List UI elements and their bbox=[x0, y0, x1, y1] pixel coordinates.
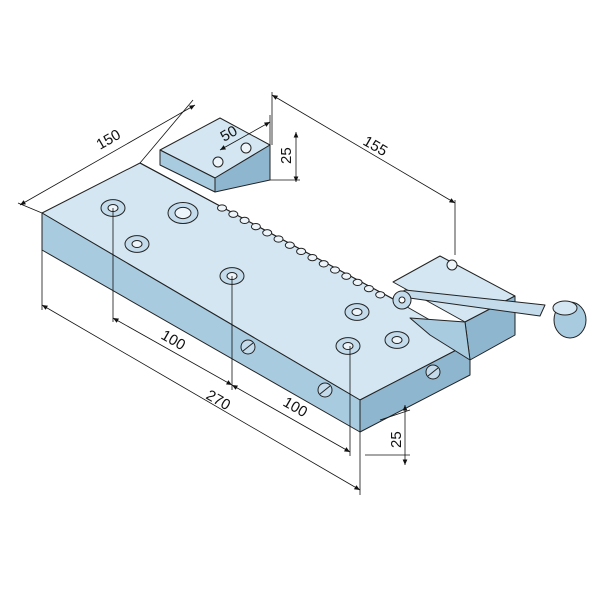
dim-150: 150 bbox=[94, 126, 124, 153]
large-hole-inner bbox=[174, 206, 192, 220]
pin-hole bbox=[296, 247, 307, 256]
counterbore-hole-inner bbox=[131, 240, 143, 248]
clamp-lever[interactable] bbox=[392, 289, 587, 339]
clamp-hole bbox=[446, 259, 458, 271]
back-jaw-block bbox=[159, 117, 271, 193]
pin-hole bbox=[217, 204, 227, 212]
pin-hole bbox=[352, 278, 363, 287]
plate-holes bbox=[100, 199, 410, 355]
jaw-hole bbox=[212, 156, 224, 168]
pin-hole bbox=[239, 216, 250, 225]
pin-hole bbox=[363, 284, 374, 293]
pin-hole bbox=[375, 291, 386, 299]
pin-hole bbox=[307, 253, 318, 262]
dim-155: 155 bbox=[360, 133, 390, 160]
dim-25-upper: 25 bbox=[278, 147, 295, 164]
pin-hole bbox=[318, 260, 329, 268]
dim-270: 270 bbox=[203, 387, 233, 414]
counterbore-hole-inner bbox=[391, 336, 403, 344]
pin-hole bbox=[228, 210, 239, 218]
pin-hole bbox=[341, 272, 352, 280]
pin-hole bbox=[330, 266, 340, 274]
counterbore-hole-inner bbox=[351, 308, 363, 316]
pin-hole bbox=[262, 229, 273, 237]
dimension-lines bbox=[17, 92, 456, 495]
jaw-hole bbox=[240, 142, 252, 154]
counterbore-hole-inner bbox=[342, 342, 354, 350]
clamp-block bbox=[392, 255, 587, 361]
pin-hole bbox=[273, 235, 284, 243]
pin-hole bbox=[250, 222, 261, 231]
pin-hole bbox=[284, 241, 295, 249]
dim-25-lower: 25 bbox=[388, 431, 405, 448]
dim-50: 50 bbox=[218, 122, 241, 145]
